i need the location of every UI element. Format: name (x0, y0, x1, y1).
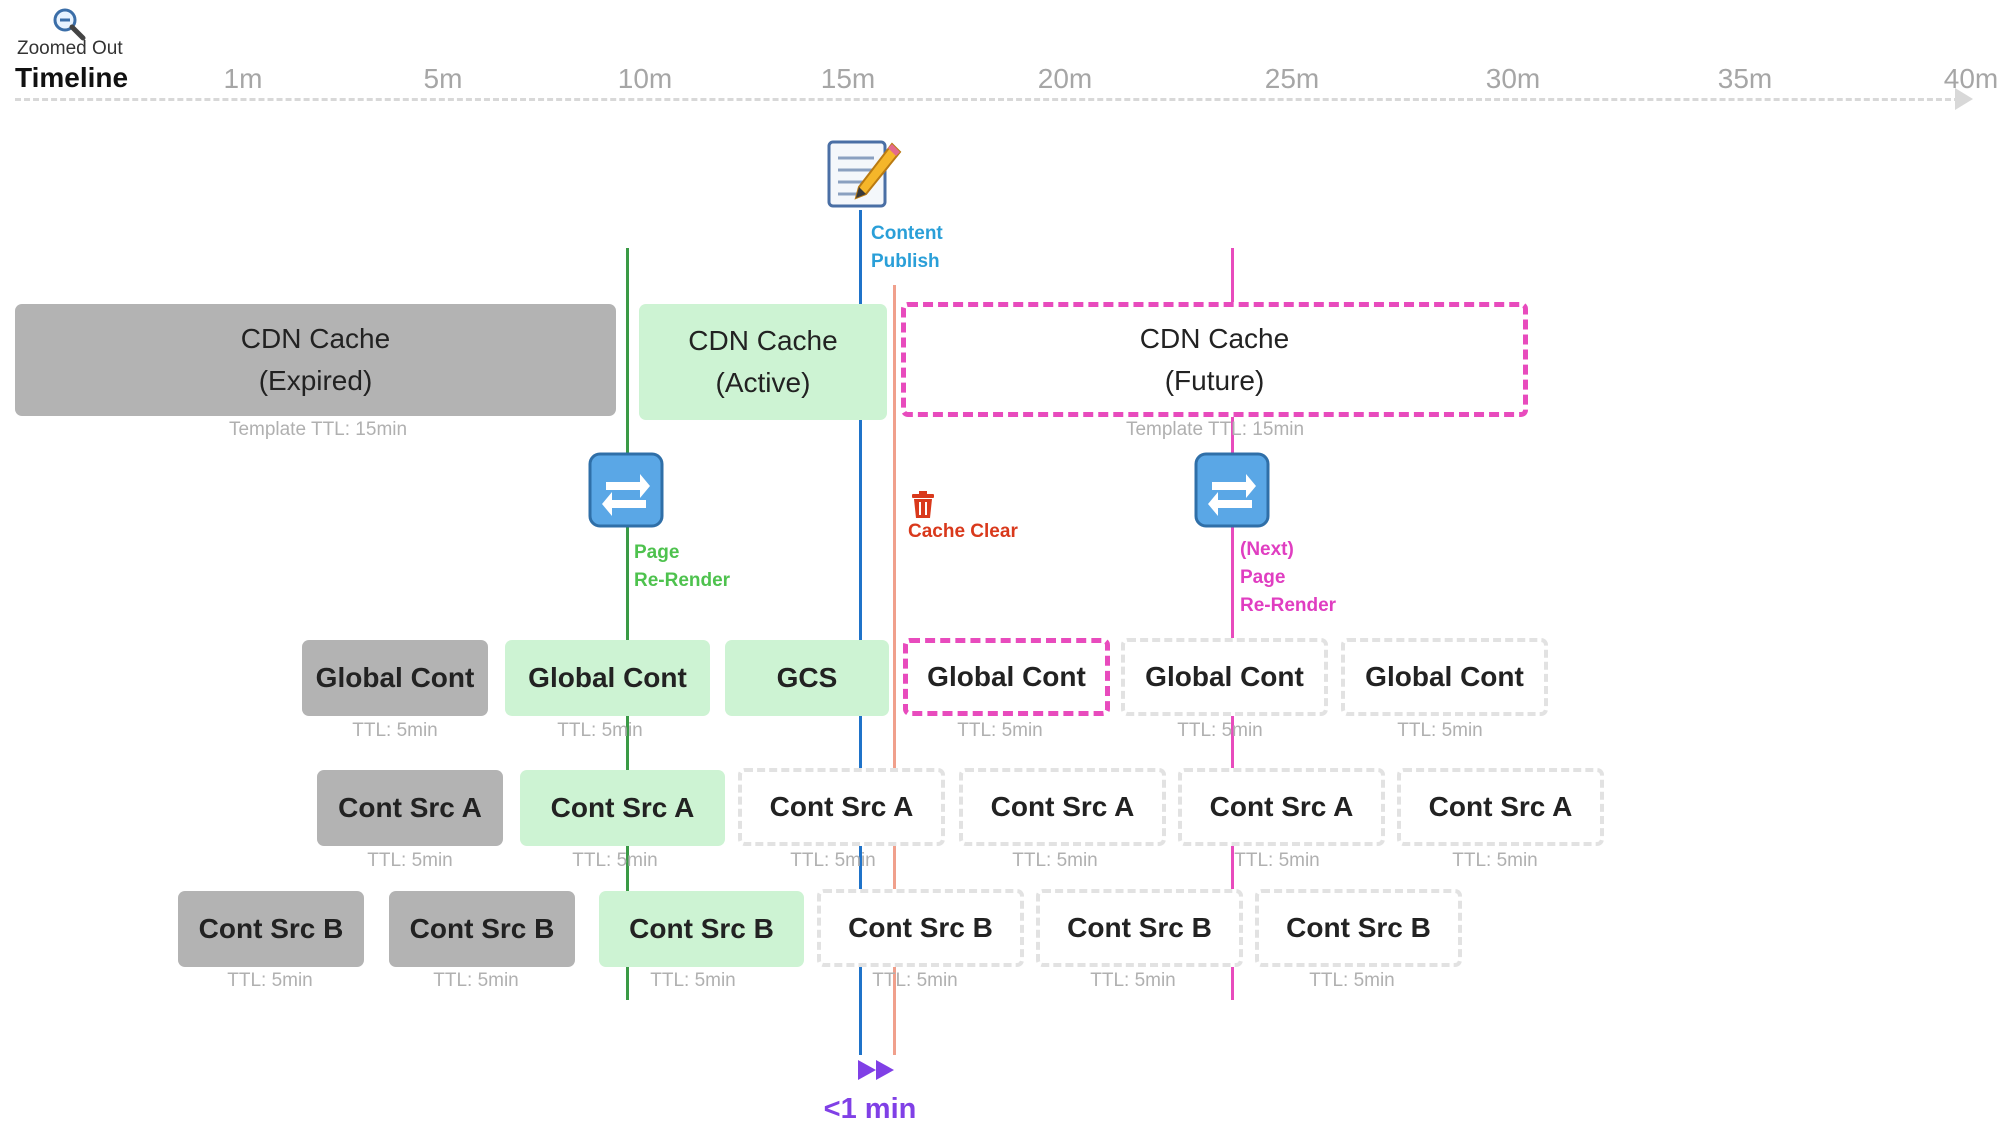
cont-src-b-box: Cont Src B (1036, 889, 1243, 967)
ttl-label: TTL: 5min (433, 970, 519, 991)
tick-25m: 25m (1264, 63, 1320, 94)
ttl-label: TTL: 5min (1234, 850, 1320, 871)
cont-src-a-box: Cont Src A (959, 768, 1166, 846)
tick-30m: 30m (1485, 63, 1541, 94)
timeline-title: Timeline (15, 62, 129, 93)
cont-src-b-box: Cont Src B (178, 891, 364, 967)
axis-arrow-icon (1955, 88, 1973, 110)
global-cont-box: Global Cont (1341, 638, 1548, 716)
ttl-label: TTL: 5min (650, 970, 736, 991)
cont-src-a-box: Cont Src A (317, 770, 503, 846)
cont-src-a-box: Cont Src A (520, 770, 725, 846)
tick-20m: 20m (1037, 63, 1093, 94)
cont-src-b-box: Cont Src B (1255, 889, 1462, 967)
ttl-label: TTL: 5min (790, 850, 876, 871)
zoom-level-label: Zoomed Out (17, 38, 123, 59)
ttl-label: TTL: 5min (957, 720, 1043, 741)
refresh-arrows-icon (1194, 452, 1270, 528)
global-cont-box: Global Cont (903, 638, 1110, 716)
ttl-label: TTL: 5min (1452, 850, 1538, 871)
ttl-label: TTL: 5min (227, 970, 313, 991)
content-publish-label: Content Publish (871, 223, 943, 272)
next-page-rerender-label: (Next) Page Re-Render (1240, 539, 1337, 616)
cont-src-a-box: Cont Src A (738, 768, 945, 846)
cdn-expired-ttl: Template TTL: 15min (228, 419, 408, 440)
cont-src-a-box: Cont Src A (1397, 768, 1604, 846)
gcs-box: GCS (725, 640, 889, 716)
cdn-future-ttl: Template TTL: 15min (1125, 419, 1305, 440)
global-cont-box: Global Cont (505, 640, 710, 716)
ttl-label: TTL: 5min (367, 850, 453, 871)
cdn-cache-expired: CDN Cache(Expired) (15, 304, 616, 416)
tick-15m: 15m (820, 63, 876, 94)
next-rerender-line (1231, 248, 1234, 1000)
memo-pencil-icon (827, 140, 902, 208)
fast-forward-icon (858, 1060, 894, 1080)
rerender-line (626, 248, 629, 1000)
time-gap-label: <1 min (823, 1093, 917, 1125)
global-cont-box: Global Cont (302, 640, 488, 716)
cdn-cache-active: CDN Cache(Active) (639, 304, 887, 420)
global-cont-box: Global Cont (1121, 638, 1328, 716)
cont-src-b-box: Cont Src B (817, 889, 1024, 967)
ttl-label: TTL: 5min (557, 720, 643, 741)
cont-src-a-box: Cont Src A (1178, 768, 1385, 846)
tick-5m: 5m (423, 63, 463, 94)
refresh-arrows-icon (588, 452, 664, 528)
ttl-label: TTL: 5min (1177, 720, 1263, 741)
ttl-label: TTL: 5min (352, 720, 438, 741)
ttl-label: TTL: 5min (1397, 720, 1483, 741)
tick-35m: 35m (1717, 63, 1773, 94)
ttl-label: TTL: 5min (1012, 850, 1098, 871)
cont-src-b-box: Cont Src B (599, 891, 804, 967)
cont-src-b-box: Cont Src B (389, 891, 575, 967)
ttl-label: TTL: 5min (1090, 970, 1176, 991)
cache-clear-line (893, 285, 896, 1055)
tick-1m: 1m (223, 63, 263, 94)
cache-clear-label: Cache Clear (908, 521, 1018, 542)
magnifier-zoom-out-icon[interactable] (50, 6, 90, 42)
ttl-label: TTL: 5min (572, 850, 658, 871)
publish-line (859, 210, 862, 1055)
timeline-axis (15, 98, 1960, 101)
ttl-label: TTL: 5min (1309, 970, 1395, 991)
page-rerender-label: Page Re-Render (634, 542, 731, 591)
trash-icon (912, 491, 934, 518)
tick-10m: 10m (617, 63, 673, 94)
ttl-label: TTL: 5min (872, 970, 958, 991)
cdn-cache-future: CDN Cache(Future) (901, 302, 1528, 417)
